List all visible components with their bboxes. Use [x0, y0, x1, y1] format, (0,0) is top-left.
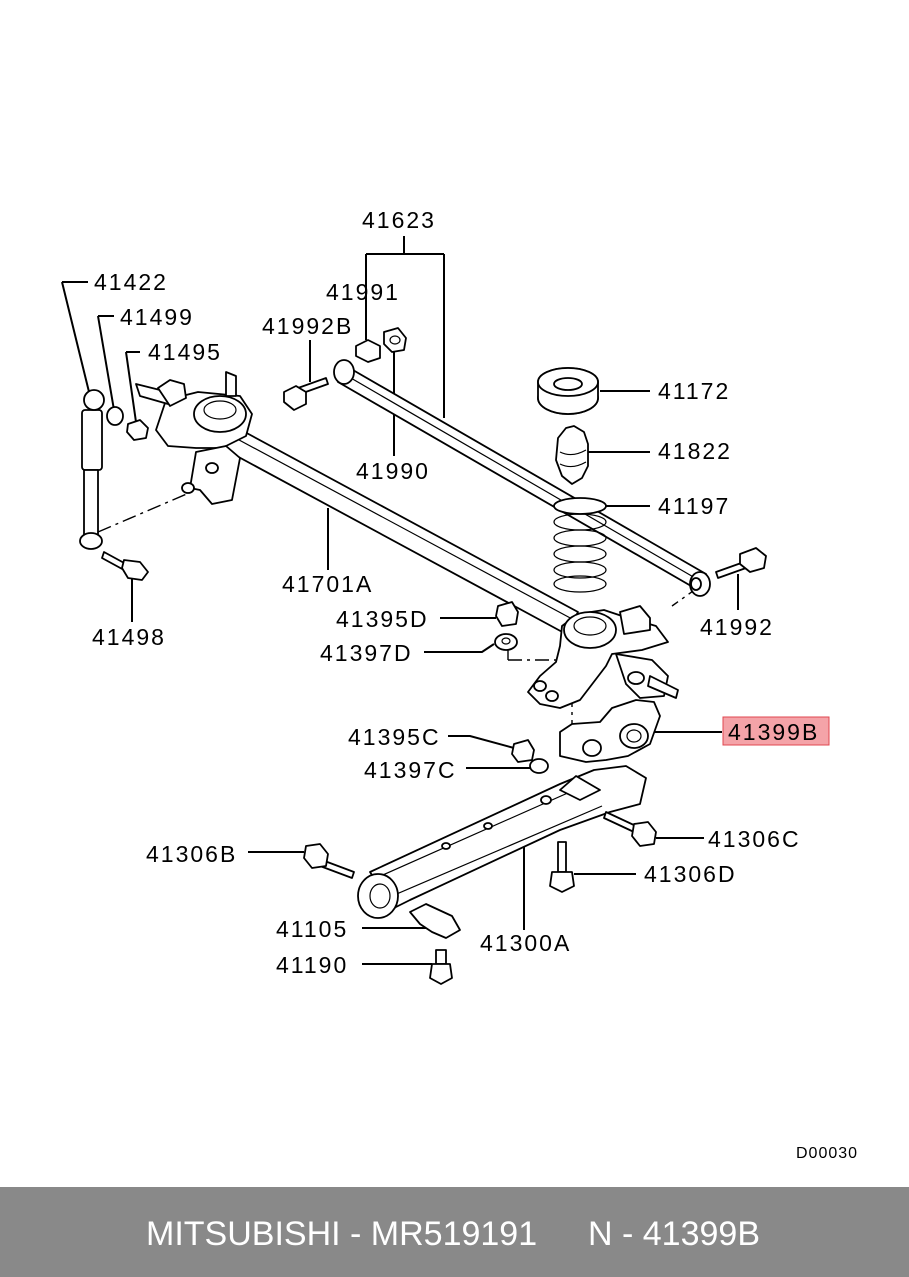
- bracket-41105: [409, 903, 461, 939]
- part-labels: 41623 41422 41991 41499 41992B 41495 411…: [92, 207, 858, 1162]
- label-41197[interactable]: 41197: [658, 493, 730, 519]
- bolt-41190: [429, 949, 453, 985]
- leader-lines: [61, 236, 739, 965]
- spring-seat-41172: [537, 367, 599, 415]
- label-41422[interactable]: 41422: [94, 269, 168, 295]
- label-41623[interactable]: 41623: [362, 207, 436, 233]
- label-41397D[interactable]: 41397D: [320, 640, 413, 666]
- bracket-41399B: [559, 699, 661, 763]
- label-41395C[interactable]: 41395C: [348, 724, 441, 750]
- label-41397C[interactable]: 41397C: [364, 757, 457, 783]
- footer-reference-number: N - 41399B: [588, 1215, 760, 1253]
- washer-41397C: [529, 758, 549, 774]
- label-41172[interactable]: 41172: [658, 378, 730, 404]
- bump-stopper-41822: [555, 425, 589, 485]
- label-41105[interactable]: 41105: [276, 916, 348, 942]
- label-41399B[interactable]: 41399B: [728, 719, 819, 745]
- footer-brand-part-number: MITSUBISHI - MR519191: [146, 1215, 538, 1253]
- parts-diagram: 41623 41422 41991 41499 41992B 41495 411…: [61, 207, 858, 1162]
- shock-absorber: [79, 389, 105, 550]
- bolt-41992B: [283, 377, 329, 411]
- label-41498[interactable]: 41498: [92, 624, 166, 650]
- washer-41397D: [494, 633, 518, 651]
- nut-41495: [126, 419, 149, 441]
- bolt-41992: [715, 547, 767, 579]
- trailing-arm-41300A: [357, 765, 647, 919]
- label-41306B[interactable]: 41306B: [146, 841, 237, 867]
- nut-41990: [383, 327, 407, 353]
- diagram-code: D00030: [796, 1145, 858, 1162]
- bolt-41306B: [303, 843, 355, 879]
- label-41300A[interactable]: 41300A: [480, 930, 571, 956]
- coil-spring-41197: [553, 497, 607, 593]
- footer-bar: MITSUBISHI - MR519191 N - 41399B: [0, 1187, 909, 1277]
- label-41992B[interactable]: 41992B: [262, 313, 353, 339]
- bolt-41306C: [603, 811, 657, 847]
- label-41992[interactable]: 41992: [700, 614, 774, 640]
- label-41306D[interactable]: 41306D: [644, 861, 737, 887]
- nut-41395D: [495, 601, 519, 627]
- bushing-41499: [106, 406, 124, 426]
- bolt-41498: [101, 551, 149, 581]
- label-41495[interactable]: 41495: [148, 339, 222, 365]
- axle-beam: [135, 371, 679, 709]
- lateral-rod: [333, 359, 711, 597]
- label-41499[interactable]: 41499: [120, 304, 194, 330]
- bolt-41306D: [549, 841, 575, 893]
- label-41990[interactable]: 41990: [356, 458, 430, 484]
- label-41991[interactable]: 41991: [326, 279, 400, 305]
- label-41822[interactable]: 41822: [658, 438, 732, 464]
- label-41395D[interactable]: 41395D: [336, 606, 429, 632]
- bushing-41991: [355, 339, 381, 363]
- label-41190[interactable]: 41190: [276, 952, 348, 978]
- label-41306C[interactable]: 41306C: [708, 826, 801, 852]
- nut-41395C: [511, 739, 535, 763]
- label-41701A[interactable]: 41701A: [282, 571, 373, 597]
- highlight-41399B: [722, 716, 830, 746]
